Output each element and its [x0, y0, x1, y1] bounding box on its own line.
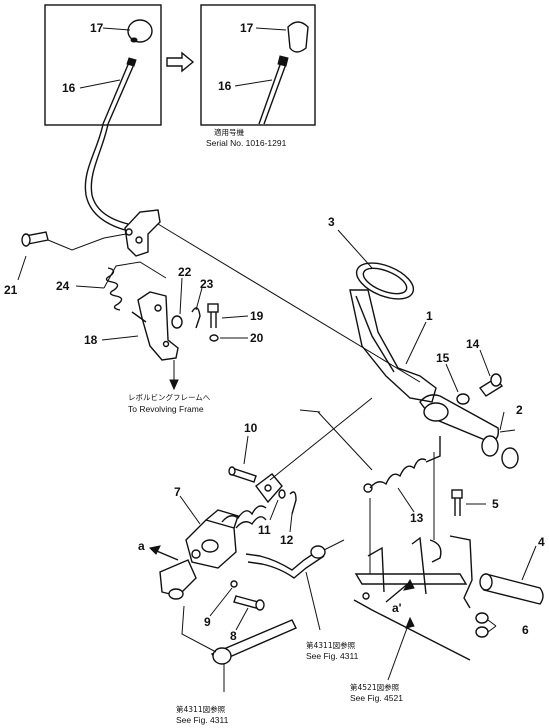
bolt-10: [228, 466, 257, 483]
label-10: 10: [244, 421, 258, 435]
lower-link: [269, 397, 373, 481]
pin-23: [191, 307, 201, 329]
label-20: 20: [250, 331, 264, 345]
spring-24: [103, 261, 167, 311]
note-revolving-jp: レボルビングフレームへ: [128, 392, 211, 402]
label-19: 19: [250, 309, 264, 323]
valve-rod: [245, 539, 345, 631]
label-11: 11: [258, 523, 271, 537]
leader-lines: [17, 27, 537, 633]
label-22: 22: [178, 265, 192, 279]
clip-12: [289, 491, 297, 515]
note-serial-jp: 適用号機: [214, 127, 244, 137]
label-16-left: 16: [62, 81, 76, 95]
lever-rod: [102, 59, 131, 125]
bolt-8: [233, 595, 265, 611]
lower-bracket: [353, 452, 473, 661]
label-7: 7: [174, 485, 181, 499]
label-18: 18: [84, 333, 98, 347]
note-fig4311-mid-jp: 第4311図参照: [306, 640, 356, 650]
label-3: 3: [328, 215, 335, 229]
note-fig4311-bottom-en: See Fig. 4311: [176, 715, 229, 725]
label-17-left: 17: [90, 21, 104, 35]
note-serial-en: Serial No. 1016-1291: [206, 138, 287, 148]
handle-4: [479, 573, 544, 605]
washer-22: [171, 315, 183, 329]
nut-15: [456, 393, 470, 405]
spring-13: [363, 436, 441, 493]
arrow-down-icon: [169, 379, 179, 391]
note-fig4311-mid-en: See Fig. 4311: [306, 651, 359, 661]
label-14: 14: [466, 337, 480, 351]
label-a-left: a: [138, 539, 145, 553]
bolt-21: [21, 231, 127, 251]
label-12: 12: [280, 533, 294, 547]
label-23: 23: [200, 277, 214, 291]
nut-6a: [475, 612, 489, 624]
lever-rod-new: [258, 61, 282, 125]
label-a-right: a': [392, 601, 402, 615]
note-revolving-en: To Revolving Frame: [128, 404, 204, 414]
label-24: 24: [56, 279, 70, 293]
knob: [127, 19, 153, 43]
note-fig4521-en: See Fig. 4521: [350, 693, 403, 703]
reference-notes: 適用号機 Serial No. 1016-1291 レボルビングフレームへ To…: [128, 127, 403, 725]
leader-fig4521: [387, 619, 411, 681]
bolt-14: [478, 373, 504, 397]
bolt-19: [207, 303, 219, 328]
pedal-3: [355, 262, 415, 300]
label-6: 6: [522, 623, 529, 637]
bracket-18: [131, 291, 179, 391]
note-fig4311-bottom-jp: 第4311図参照: [176, 704, 226, 714]
part-labels: 17 16 17 16 3 1 2 15 14 21 24 22 23 19 2…: [4, 21, 545, 643]
nut-6b: [475, 626, 489, 638]
note-fig4521-jp: 第4521図参照: [350, 682, 400, 692]
label-17-right: 17: [240, 21, 254, 35]
label-8: 8: [230, 629, 237, 643]
arrow-right-icon: [166, 51, 195, 73]
label-4: 4: [538, 535, 545, 549]
knob-new: [287, 21, 309, 53]
label-5: 5: [492, 497, 499, 511]
label-13: 13: [410, 511, 424, 525]
upper-lever: [84, 123, 421, 383]
label-9: 9: [204, 615, 211, 629]
washer-9: [230, 580, 238, 588]
label-2: 2: [516, 403, 523, 417]
washer-20: [209, 334, 219, 342]
pedal-shaft-2: [419, 394, 519, 469]
valve-7: [159, 473, 283, 600]
arrow-a-right: [385, 578, 415, 603]
label-16-right: 16: [218, 79, 232, 93]
arrow-a-left: [148, 545, 179, 561]
label-21: 21: [4, 283, 18, 297]
arrow-up-icon: [405, 616, 415, 629]
bolt-5: [451, 489, 463, 516]
pin-11: [278, 489, 286, 499]
pedal-arm-1: [349, 289, 437, 403]
bottom-rod: [181, 605, 297, 692]
detail-box-new: [200, 4, 316, 126]
label-1: 1: [426, 309, 433, 323]
label-15: 15: [436, 351, 450, 365]
